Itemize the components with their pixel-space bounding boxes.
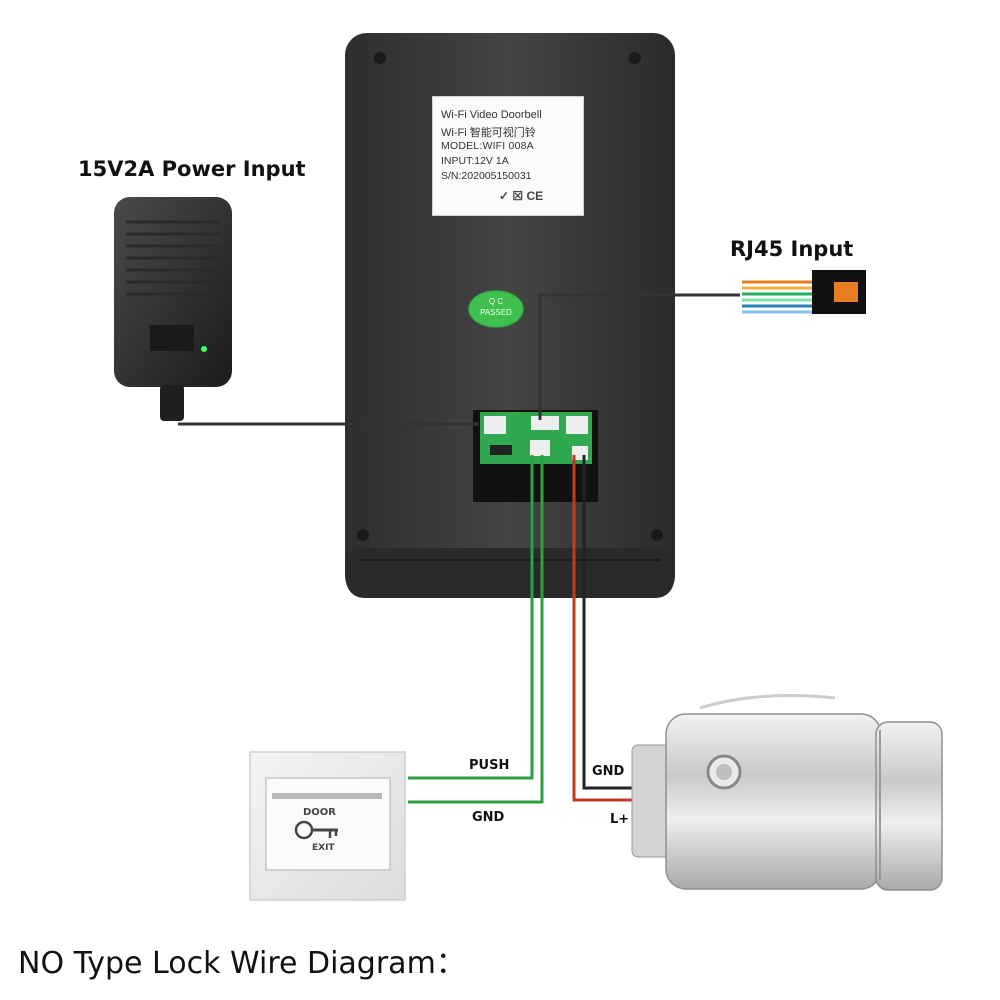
nameplate-title-cn: Wi-Fi 智能可视门铃 — [441, 127, 536, 139]
lock-cable — [699, 694, 836, 710]
nameplate-input: INPUT:12V 1A — [441, 155, 509, 167]
label-l-plus: L+ — [610, 812, 630, 827]
screw-icon — [651, 529, 663, 541]
certification-marks: ✓ ☒ CE — [499, 189, 544, 203]
label-power-input: 15V2A Power Input — [78, 157, 306, 181]
nameplate-serial: S/N:202005150031 — [441, 170, 532, 182]
nameplate-model: MODEL:WIFI 008A — [441, 140, 534, 152]
label-push: PUSH — [469, 758, 510, 773]
qc-passed-sticker: Q C PASSED — [468, 290, 524, 328]
label-gnd-exit: GND — [472, 810, 505, 825]
exit-button-icon — [249, 751, 406, 901]
diagram-caption: NO Type Lock Wire Diagram： — [18, 946, 466, 981]
screw-icon — [374, 52, 386, 64]
screw-icon — [629, 52, 641, 64]
screw-icon — [357, 529, 369, 541]
gnd-lock-wire — [582, 455, 636, 790]
wires — [178, 293, 836, 804]
exit-button-exit-text: EXIT — [312, 843, 335, 853]
rj45-cable — [538, 293, 740, 420]
qc-line-2: PASSED — [480, 308, 512, 317]
power-adapter-icon — [114, 197, 232, 421]
qc-line-1: Q C — [488, 297, 504, 306]
device-nameplate: Wi-Fi Video Doorbell Wi-Fi 智能可视门铃 MODEL:… — [432, 96, 584, 216]
label-gnd-lock: GND — [592, 764, 625, 779]
l-plus-wire — [572, 455, 636, 802]
rj45-connector-icon — [742, 270, 866, 314]
push-wire — [408, 455, 534, 780]
exit-button-door-text: DOOR — [303, 807, 337, 818]
label-rj45-input: RJ45 Input — [730, 237, 854, 261]
nameplate-title-en: Wi-Fi Video Doorbell — [441, 109, 542, 121]
electric-lock-icon — [631, 713, 943, 891]
gnd-exit-wire — [408, 455, 544, 804]
